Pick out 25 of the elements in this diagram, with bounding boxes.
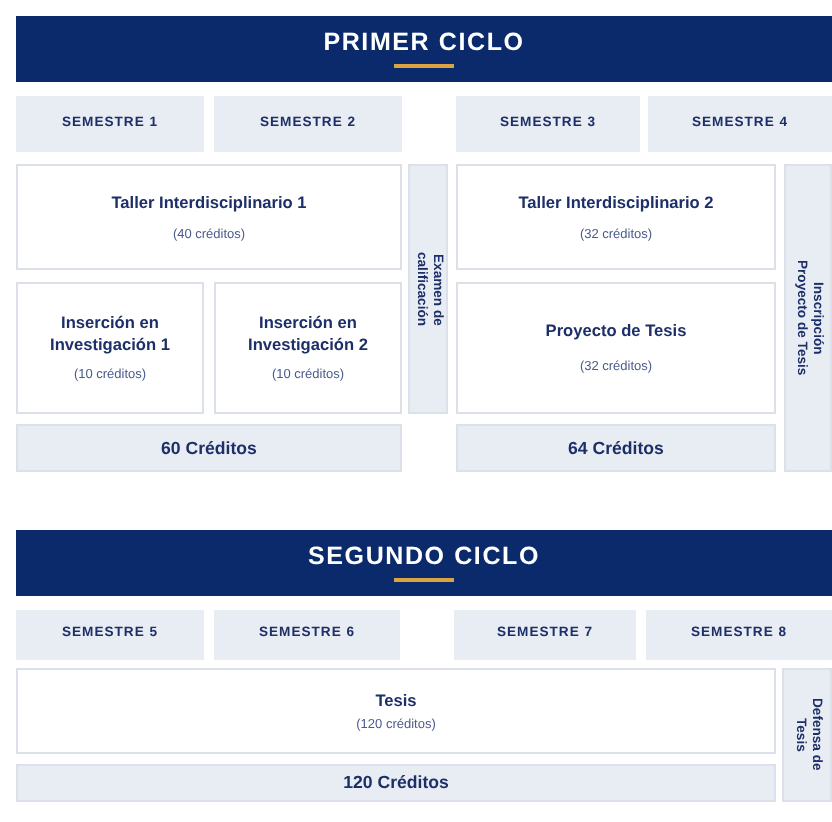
section-header-band <box>16 16 832 82</box>
credit-total-label: 60 Créditos <box>161 439 257 457</box>
course-title: Proyecto de Tesis <box>545 320 687 343</box>
course-card <box>456 164 776 270</box>
credit-total-bar <box>16 764 776 802</box>
section-header-band <box>16 530 832 596</box>
section-title: PRIMER CICLO <box>323 29 525 55</box>
course-title: Taller Interdisciplinario 2 <box>518 191 714 214</box>
course-title: Inserción en Investigación 2 <box>246 311 370 357</box>
course-card <box>16 164 402 270</box>
milestone-tile <box>782 668 832 802</box>
course-card <box>16 668 776 754</box>
course-title: Inserción en Investigación 1 <box>48 311 172 357</box>
milestone-tile <box>784 164 832 472</box>
course-card <box>214 282 402 414</box>
course-card <box>16 282 204 414</box>
credit-total-label: 64 Créditos <box>568 439 664 457</box>
course-card <box>456 282 776 414</box>
course-title: Tesis <box>375 689 417 712</box>
credit-total-bar <box>456 424 776 472</box>
credit-total-bar <box>16 424 402 472</box>
section-title: SEGUNDO CICLO <box>308 543 540 569</box>
course-title: Taller Interdisciplinario 1 <box>111 191 307 214</box>
milestone-tile <box>408 164 448 414</box>
credit-total-label: 120 Créditos <box>343 774 449 792</box>
